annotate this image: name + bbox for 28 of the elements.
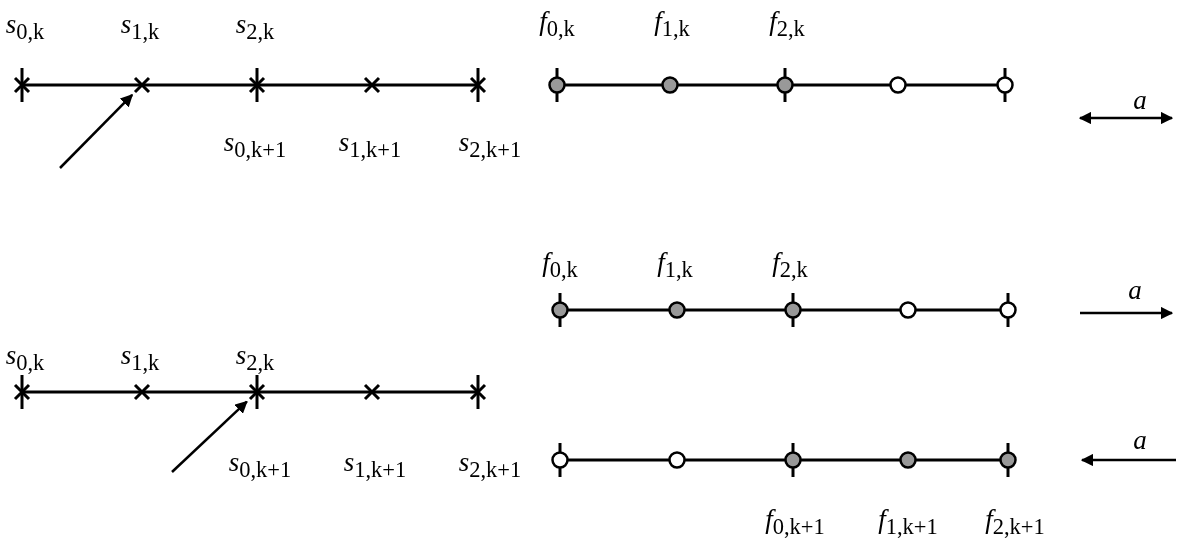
variable-label: s$_{2,k+1}$ bbox=[458, 128, 522, 162]
variable-label: s$_{1,k+1}$ bbox=[343, 448, 407, 482]
tick-cross-mark bbox=[248, 375, 266, 409]
variable-label: s$_{0,k+1}$ bbox=[228, 448, 292, 482]
variable-label: f$_{2,k+1}$ bbox=[985, 505, 1045, 539]
variable-label: f$_{1,k+1}$ bbox=[878, 505, 938, 539]
variable-label: s$_{1,k+1}$ bbox=[338, 128, 402, 162]
variable-label: a bbox=[1133, 426, 1147, 454]
variable-label: s$_{2,k}$ bbox=[235, 10, 275, 44]
variable-label: s$_{1,k}$ bbox=[120, 10, 160, 44]
variable-label: f$_{0,k}$ bbox=[542, 248, 578, 282]
variable-label: a bbox=[1128, 276, 1142, 304]
variable-label: f$_{0,k+1}$ bbox=[765, 505, 825, 539]
variable-label: f$_{1,k}$ bbox=[654, 7, 690, 41]
variable-label: s$_{0,k}$ bbox=[5, 341, 45, 375]
variable-label: s$_{1,k}$ bbox=[120, 341, 160, 375]
arrow bbox=[171, 400, 248, 473]
variable-label: a bbox=[1133, 86, 1147, 114]
arrow bbox=[59, 94, 134, 169]
variable-label: s$_{2,k+1}$ bbox=[458, 448, 522, 482]
variable-label: f$_{2,k}$ bbox=[769, 7, 805, 41]
variable-label: s$_{0,k}$ bbox=[5, 10, 45, 44]
variable-label: f$_{1,k}$ bbox=[657, 248, 693, 282]
variable-label: s$_{0,k+1}$ bbox=[223, 128, 287, 162]
cross-mark bbox=[133, 76, 151, 94]
variable-label: f$_{0,k}$ bbox=[539, 7, 575, 41]
variable-label: s$_{2,k}$ bbox=[235, 341, 275, 375]
variable-label: f$_{2,k}$ bbox=[772, 248, 808, 282]
